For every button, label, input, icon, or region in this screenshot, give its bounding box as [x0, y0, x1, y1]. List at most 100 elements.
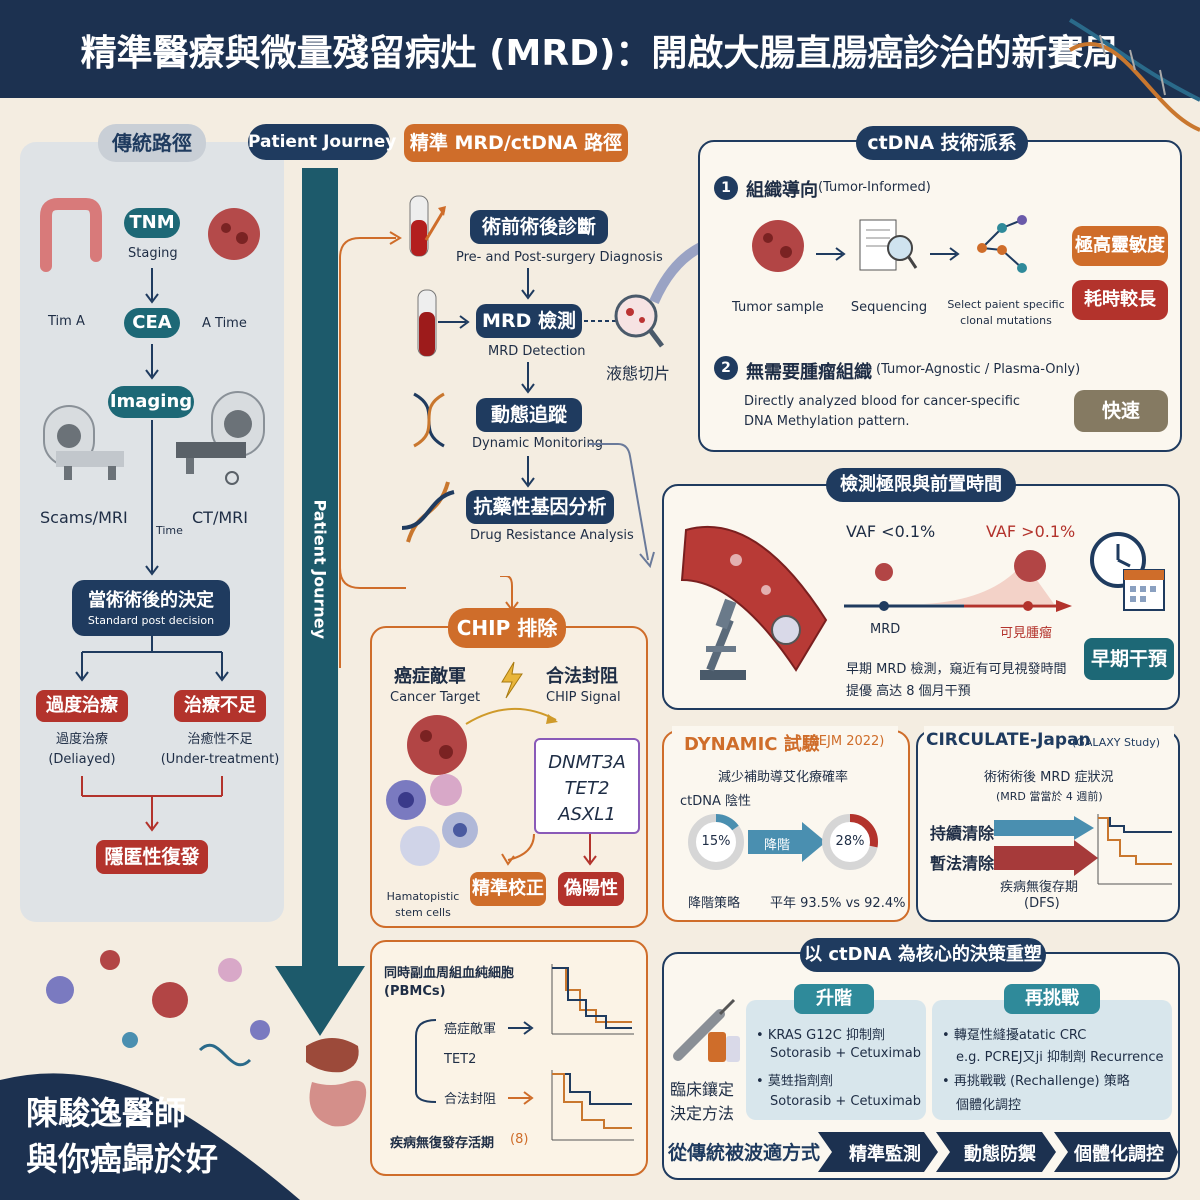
precision-header: 精準 MRD/ctDNA 路徑: [404, 124, 628, 162]
dna-icon-2: [401, 481, 455, 543]
arrow-s1-s2: [521, 268, 535, 300]
vaf-low-label: VAF <0.1%: [846, 522, 936, 541]
liquid-biopsy-label: 液態切片: [606, 364, 671, 383]
page-title: 精準醫療與微量殘留病灶 (MRD)：開啟大腸直腸癌診治的新賽局: [80, 33, 1120, 74]
arrow-t2: [930, 247, 960, 261]
upgrade-bullet-1-sub: Sotorasib + Cetuximab: [770, 1046, 921, 1061]
km-curve-small-2: [551, 1070, 634, 1141]
arrow-t1: [816, 247, 846, 261]
early-intervention-badge: 早期干預: [1084, 638, 1174, 680]
visible-tumor-label: 可見腫瘤: [1000, 626, 1053, 641]
dynamic-arrow: [748, 822, 826, 862]
time-right-label: A Time: [202, 316, 247, 331]
tech-tumor-informed-en: (Tumor-Informed): [818, 180, 931, 195]
journey-arrow-head: [275, 966, 365, 1036]
upgrade-bullet-1-text: KRAS G12C 抑制劑: [767, 1028, 885, 1043]
rechallenge-header: 再挑戰: [1004, 984, 1100, 1014]
dna-helix-top-right: [1068, 18, 1200, 132]
step-mrd: MRD 檢測: [476, 304, 582, 338]
rechallenge-bullet-2: • 再挑戰戰 (Rechallenge) 策略: [942, 1074, 1130, 1089]
rechallenge-box: [932, 1000, 1172, 1120]
lod-note-2: 提優 高达 8 個月干預: [846, 684, 971, 699]
decision-left-1: 臨床鑲定: [670, 1080, 735, 1099]
pbmc-bracket: [415, 1019, 437, 1103]
traditional-header: 傳統路徑: [98, 124, 206, 162]
badge-fast: 快速: [1074, 390, 1168, 432]
tech-desc-1: Directly analyzed blood for cancer-speci…: [744, 394, 1021, 409]
title-bar: [0, 0, 1200, 98]
dynamic-ring-2: [822, 814, 878, 870]
decision-header: 以 ctDNA 為核心的決策重塑: [800, 938, 1046, 972]
arrow-to-lod: [588, 443, 655, 569]
pbmc-dfs-label: 疾病無復發存活期: [390, 1136, 495, 1151]
arrow-s3-s4: [521, 456, 535, 488]
circulate-clear: 持續清除: [930, 824, 995, 843]
step-diagnosis-sub: Pre- and Post-surgery Diagnosis: [456, 250, 663, 265]
under-sub-2: (Under-treatment): [160, 752, 280, 767]
upgrade-bullet-2-sub: Sotorasib + Cetuximab: [770, 1094, 921, 1109]
colon-icon: [40, 198, 102, 272]
dynamic-header-en: (NEJM 2022): [804, 734, 885, 749]
chip-target-en: Cancer Target: [390, 690, 481, 705]
circulate-noclear: 暫法清除: [930, 854, 995, 873]
decision-title: 當術術後的決定: [88, 590, 214, 611]
step-monitoring-sub: Dynamic Monitoring: [472, 436, 603, 451]
chip-legal: 合法封阻: [546, 666, 618, 687]
precise-correction-badge: 精準校正: [470, 872, 546, 906]
upgrade-header: 升階: [794, 984, 874, 1014]
ring-fill: [822, 814, 878, 870]
chip-split-arrows: [501, 834, 597, 866]
undertreatment-badge: 治療不足: [174, 690, 266, 722]
gene-1: DNMT3A: [548, 752, 626, 773]
decision-left-2: 決定方法: [670, 1104, 735, 1123]
staging-label: Staging: [128, 246, 178, 261]
pbmc-legend-2: TET2: [444, 1052, 477, 1067]
arrow-tnm-cea: [145, 268, 159, 304]
pbmc-arrows: [508, 1021, 534, 1105]
dynamic-pct-2: 28%: [835, 834, 865, 849]
tech-num-2: 2: [714, 356, 738, 380]
flow-step-3: 動態防禦: [964, 1144, 1036, 1165]
pbmc-label-1: 同時副血周組血純細胞: [384, 966, 515, 981]
curve-arrow-target-legal: [465, 708, 558, 725]
rechallenge-bullet-1-text: 轉趸性縫擾atatic CRC: [953, 1028, 1087, 1043]
rechallenge-bullet-2-sub: 個體化調控: [956, 1098, 1022, 1113]
badge-high-sensitivity: 極高靈敏度: [1072, 226, 1168, 266]
dynamic-result: 平年 93.5% vs 92.4%: [770, 896, 906, 911]
km-curve-small-1: [551, 964, 634, 1035]
tumor-sample-label: Tumor sample: [732, 300, 824, 315]
lod-header: 檢測極限與前置時間: [826, 468, 1016, 502]
hematopoietic-label-2: stem cells: [395, 906, 451, 919]
step-mrd-sub: MRD Detection: [488, 344, 586, 359]
blood-tube-icon: [409, 195, 446, 257]
time-left-label: Tim A: [48, 314, 85, 329]
syringe-icon: [673, 998, 740, 1062]
tech-tumor-agnostic: 無需要腫瘤組織: [746, 362, 872, 383]
tech-tumor-informed: 組織導向: [746, 180, 818, 201]
false-positive-badge: 偽陽性: [558, 872, 624, 906]
pbmc-legend-1: 癌症敵軍: [444, 1022, 497, 1037]
patient-journey-label: Patient Journey: [248, 124, 396, 160]
mrd-marker-label: MRD: [870, 622, 901, 637]
arrow-s2-s3: [521, 362, 535, 394]
author-wave: [0, 1073, 300, 1200]
sequencing-label: Sequencing: [850, 300, 928, 315]
overtreatment-badge: 過度治療: [36, 690, 128, 722]
dynamic-pct-1: 15%: [701, 834, 731, 849]
circulate-arrows: [994, 816, 1098, 876]
time-mid-label: Time: [156, 524, 183, 537]
upgrade-bullet-1: • KRAS G12C 抑制劑: [756, 1028, 885, 1043]
tech-tumor-agnostic-en: (Tumor-Agnostic / Plasma-Only): [876, 362, 1081, 377]
tech-header: ctDNA 技術派系: [856, 126, 1028, 160]
cancer-cell-icon: [407, 715, 467, 775]
circulate-line-1: 術術術後 MRD 症狀況: [984, 770, 1114, 785]
km-curve-circulate: [1097, 814, 1172, 885]
imaging-badge: Imaging: [108, 386, 194, 418]
scans-label: Scams/MRI: [40, 508, 128, 527]
rechallenge-bullet-1: • 轉趸性縫擾atatic CRC: [942, 1028, 1087, 1043]
circulate-dfs-2: (DFS): [1024, 896, 1060, 911]
mri-scanner-icon: [43, 405, 124, 480]
organs-icon: [306, 1038, 367, 1127]
over-sub-2: (Deliayed): [48, 752, 116, 767]
lod-note-1: 早期 MRD 檢測，窺近有可見視發時間: [846, 662, 1067, 677]
